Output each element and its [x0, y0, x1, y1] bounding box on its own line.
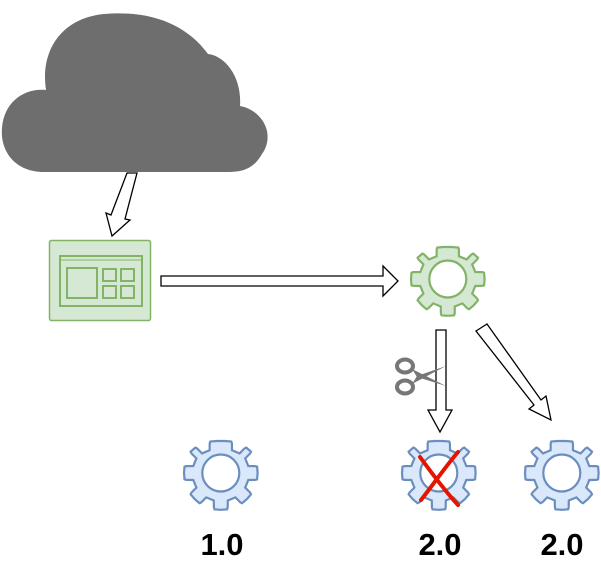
app-window-icon — [48, 239, 152, 322]
arrow-app-to-gear — [160, 264, 399, 298]
label-gear-2-0-cut: 2.0 — [418, 527, 461, 561]
arrow-gear-to-gear-2-0 — [475, 323, 552, 422]
label-gear-1-0: 1.0 — [200, 527, 243, 561]
arrow-gear-to-cut-gear — [426, 329, 454, 434]
cloud-icon — [1, 13, 268, 172]
red-x-icon — [418, 450, 460, 507]
gear-icon-2-0 — [523, 439, 600, 511]
gear-icon — [409, 245, 486, 317]
arrow-cloud-to-app — [105, 172, 138, 238]
gear-icon-1-0 — [182, 439, 259, 511]
scissors-icon — [395, 357, 446, 396]
label-gear-2-0: 2.0 — [540, 527, 583, 561]
